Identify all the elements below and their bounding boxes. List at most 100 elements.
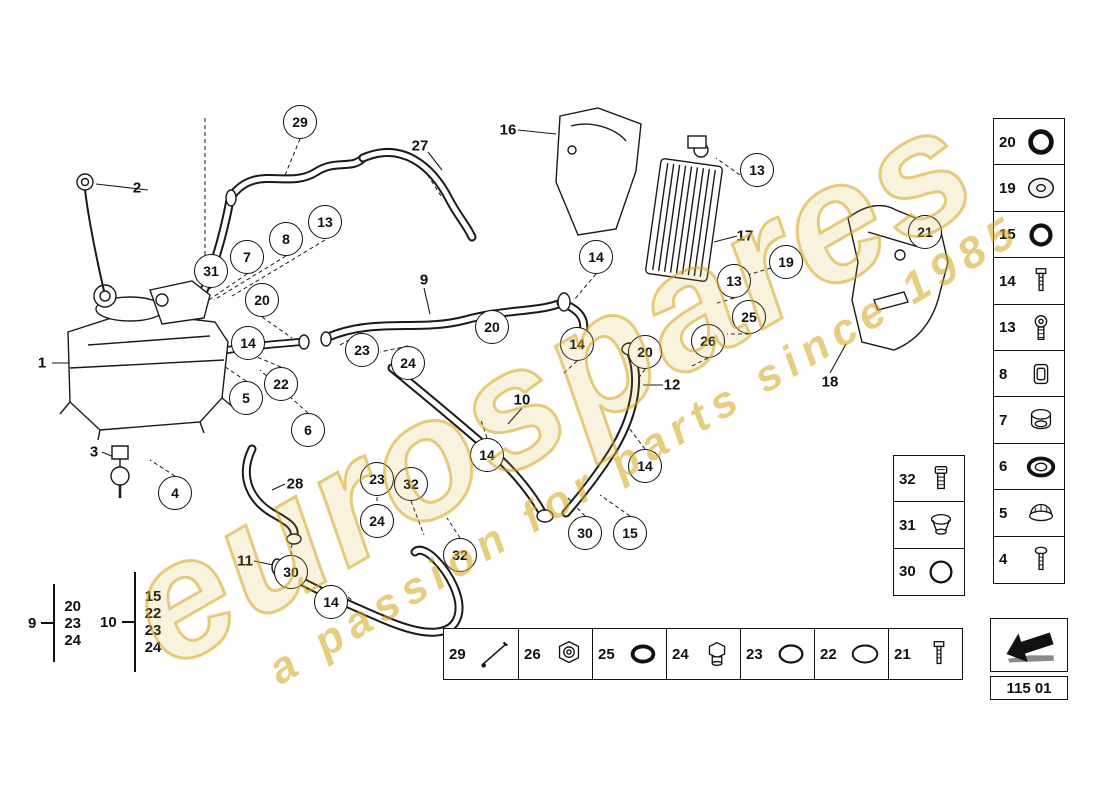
callout-8[interactable]: 8 bbox=[269, 222, 303, 256]
union-nut-icon bbox=[551, 636, 587, 672]
table-row[interactable]: 31 bbox=[893, 501, 965, 550]
callout-26[interactable]: 26 bbox=[691, 324, 725, 358]
table-row[interactable]: 32 bbox=[893, 455, 965, 503]
table-cell[interactable]: 26 bbox=[518, 629, 592, 679]
table-cell[interactable]: 24 bbox=[666, 629, 740, 679]
callout-6[interactable]: 6 bbox=[291, 413, 325, 447]
part-number: 14 bbox=[999, 272, 1016, 290]
callout-7[interactable]: 7 bbox=[230, 240, 264, 274]
callout-14-a[interactable]: 14 bbox=[231, 326, 265, 360]
table-row[interactable]: 13 bbox=[993, 303, 1065, 352]
group-9-item-24[interactable]: 24 bbox=[64, 631, 82, 649]
screw-icon bbox=[1023, 542, 1059, 578]
table-cell[interactable]: 29 bbox=[444, 629, 518, 679]
callout-14-c[interactable]: 14 bbox=[560, 327, 594, 361]
callout-4[interactable]: 4 bbox=[158, 476, 192, 510]
table-row[interactable]: 4 bbox=[993, 535, 1065, 584]
callout-14-e[interactable]: 14 bbox=[628, 449, 662, 483]
table-cell[interactable]: 23 bbox=[740, 629, 814, 679]
callout-19[interactable]: 19 bbox=[769, 245, 803, 279]
group-9-item-23[interactable]: 23 bbox=[64, 614, 82, 632]
table-cell[interactable]: 25 bbox=[592, 629, 666, 679]
callout-5[interactable]: 5 bbox=[229, 381, 263, 415]
label-part-27[interactable]: 27 bbox=[411, 137, 429, 155]
table-cell[interactable]: 21 bbox=[888, 629, 962, 679]
part-number: 25 bbox=[598, 645, 615, 663]
direction-arrow-icon bbox=[994, 620, 1064, 671]
group-10-item-24[interactable]: 24 bbox=[144, 639, 162, 656]
callout-22[interactable]: 22 bbox=[264, 367, 298, 401]
group-10-item-22[interactable]: 22 bbox=[144, 605, 162, 622]
callout-21[interactable]: 21 bbox=[908, 215, 942, 249]
callout-14-b[interactable]: 14 bbox=[579, 240, 613, 274]
right-parts-table: 20 19 15 14 13 8 7 6 bbox=[993, 118, 1065, 584]
group-10-label[interactable]: 10 bbox=[100, 613, 117, 631]
label-part-17[interactable]: 17 bbox=[736, 227, 754, 245]
callout-20-c[interactable]: 20 bbox=[628, 335, 662, 369]
group-9-tick bbox=[41, 622, 54, 624]
callout-23-b[interactable]: 23 bbox=[360, 462, 394, 496]
table-row[interactable]: 19 bbox=[993, 164, 1065, 213]
callout-30-a[interactable]: 30 bbox=[568, 516, 602, 550]
part-number: 32 bbox=[899, 470, 916, 488]
table-row[interactable]: 7 bbox=[993, 396, 1065, 445]
callout-32-b[interactable]: 32 bbox=[443, 538, 477, 572]
callout-14-f[interactable]: 14 bbox=[314, 585, 348, 619]
callout-23-a[interactable]: 23 bbox=[345, 333, 379, 367]
label-part-10[interactable]: 10 bbox=[513, 391, 531, 409]
o-ring-icon bbox=[847, 636, 883, 672]
o-ring-icon bbox=[923, 554, 959, 590]
callout-13-b[interactable]: 13 bbox=[740, 153, 774, 187]
group-10-item-23[interactable]: 23 bbox=[144, 622, 162, 639]
plug-screw-icon bbox=[923, 461, 959, 497]
callout-24-b[interactable]: 24 bbox=[360, 504, 394, 538]
label-part-18[interactable]: 18 bbox=[821, 373, 839, 391]
group-9-label[interactable]: 9 bbox=[28, 614, 37, 632]
label-part-9[interactable]: 9 bbox=[419, 271, 429, 289]
diagram-code: 115 01 bbox=[990, 676, 1068, 700]
callout-15[interactable]: 15 bbox=[613, 516, 647, 550]
dipstick-rod-icon bbox=[477, 636, 513, 672]
callout-13-c[interactable]: 13 bbox=[717, 264, 751, 298]
part-number: 21 bbox=[894, 645, 911, 663]
part-number: 7 bbox=[999, 411, 1008, 429]
group-9-item-20[interactable]: 20 bbox=[64, 597, 82, 615]
callout-14-d[interactable]: 14 bbox=[470, 438, 504, 472]
table-row[interactable]: 20 bbox=[993, 118, 1065, 166]
callout-24-a[interactable]: 24 bbox=[391, 346, 425, 380]
bottom-parts-table: 29 26 25 24 23 22 21 bbox=[443, 628, 963, 680]
table-row[interactable]: 14 bbox=[993, 257, 1065, 306]
group-10-item-15[interactable]: 15 bbox=[144, 588, 162, 605]
table-row[interactable]: 6 bbox=[993, 442, 1065, 491]
callout-25[interactable]: 25 bbox=[732, 300, 766, 334]
callout-13-a[interactable]: 13 bbox=[308, 205, 342, 239]
label-part-16[interactable]: 16 bbox=[499, 121, 517, 139]
table-row[interactable]: 8 bbox=[993, 350, 1065, 399]
label-part-12[interactable]: 12 bbox=[663, 376, 681, 394]
part-number: 6 bbox=[999, 458, 1008, 476]
callout-20-a[interactable]: 20 bbox=[245, 283, 279, 317]
table-row[interactable]: 5 bbox=[993, 489, 1065, 538]
part-number: 4 bbox=[999, 551, 1008, 569]
callout-31[interactable]: 31 bbox=[194, 254, 228, 288]
label-part-28[interactable]: 28 bbox=[286, 475, 304, 493]
callout-30-b[interactable]: 30 bbox=[274, 555, 308, 589]
part-number: 29 bbox=[449, 645, 466, 663]
mid-parts-table: 32 31 30 bbox=[893, 455, 965, 596]
part-number: 13 bbox=[999, 319, 1016, 337]
label-part-11[interactable]: 11 bbox=[237, 552, 253, 570]
table-cell[interactable]: 22 bbox=[814, 629, 888, 679]
label-part-3[interactable]: 3 bbox=[89, 443, 99, 461]
label-part-2[interactable]: 2 bbox=[132, 179, 142, 197]
grommet-icon bbox=[1023, 402, 1059, 438]
hose-9-components-group: 9 20 23 24 bbox=[28, 584, 81, 662]
group-9-bracket bbox=[53, 584, 56, 662]
callout-20-b[interactable]: 20 bbox=[475, 310, 509, 344]
label-part-1[interactable]: 1 bbox=[37, 354, 47, 372]
table-row[interactable]: 30 bbox=[893, 547, 965, 596]
seal-ring-icon bbox=[1023, 217, 1059, 253]
callout-32-a[interactable]: 32 bbox=[394, 467, 428, 501]
callout-29[interactable]: 29 bbox=[283, 105, 317, 139]
table-row[interactable]: 15 bbox=[993, 210, 1065, 259]
